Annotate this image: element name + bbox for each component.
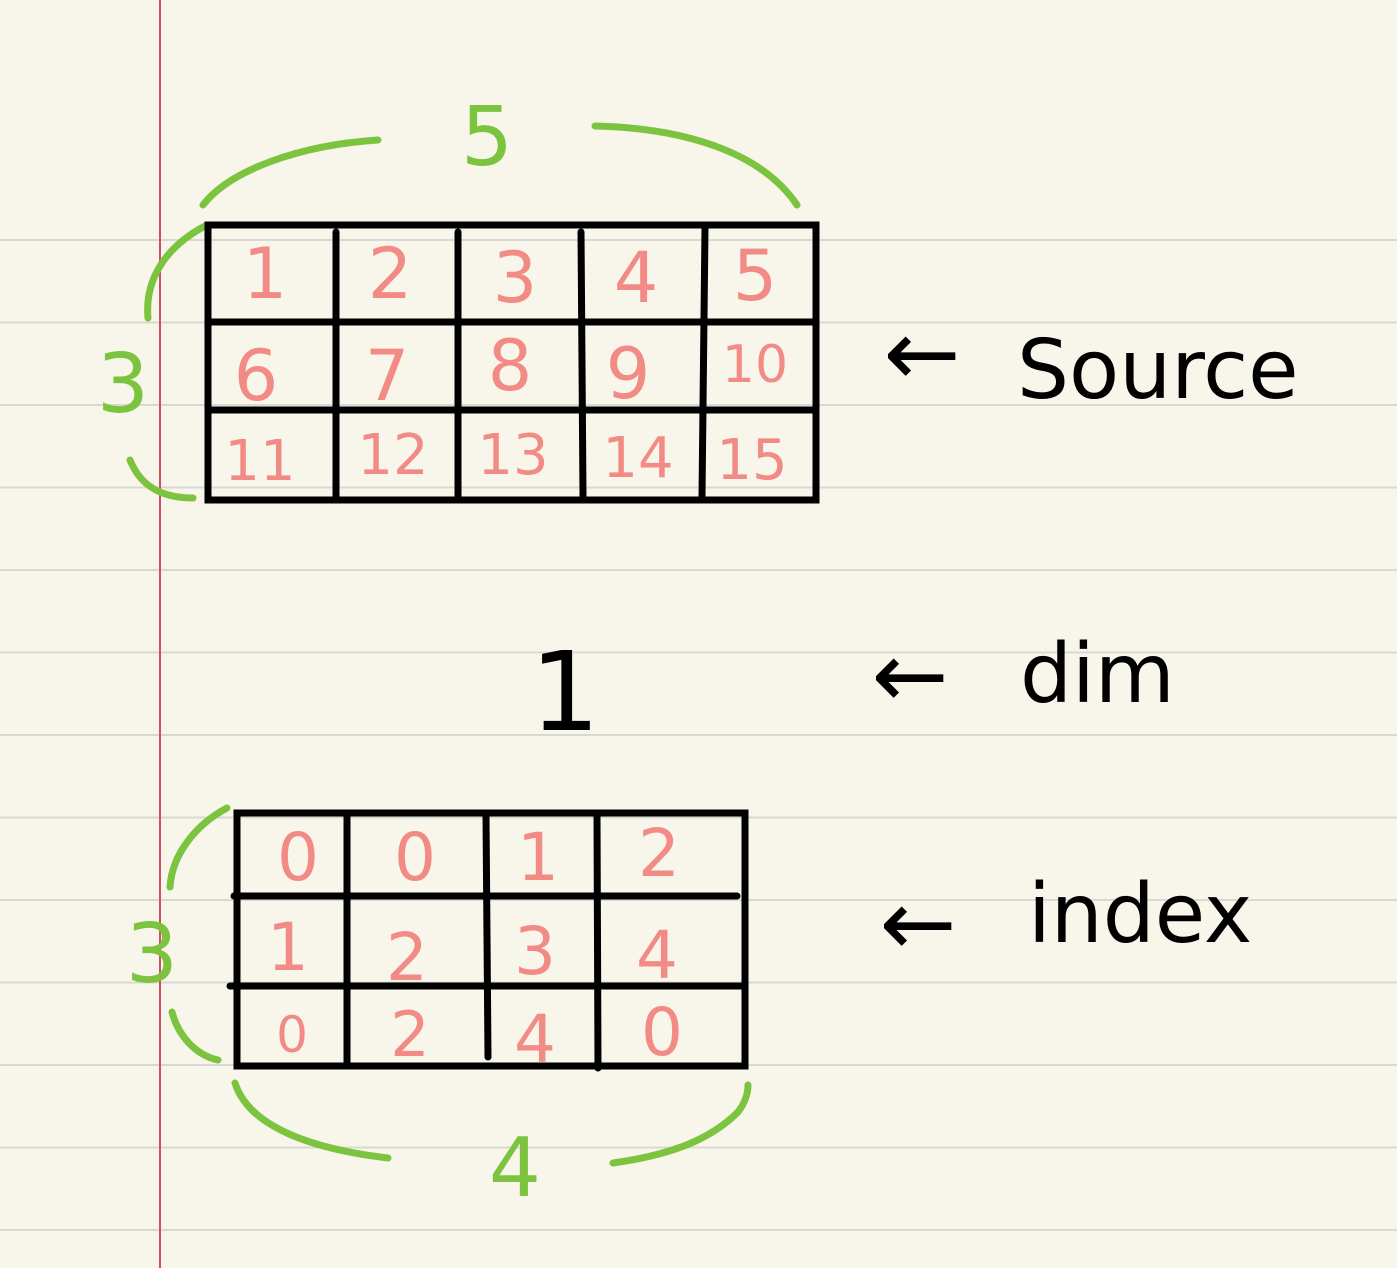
source-cell: 6 [234,335,279,417]
source-cell: 10 [722,335,788,395]
source-arrow-icon: ← [883,300,960,407]
source-cell: 3 [493,237,538,319]
source-cell: 11 [224,429,295,494]
source-cell: 2 [368,233,413,315]
index-cell: 2 [386,919,428,996]
index-cells: 0 0 1 2 1 2 3 4 0 2 4 0 [267,815,683,1078]
source-cell: 15 [716,428,787,493]
index-grid-col-line [593,812,602,1072]
index-grid-col-line [482,812,492,1061]
source-cell: 8 [488,325,533,407]
index-cols-brace-right [609,1081,752,1167]
index-rows-brace [166,804,231,891]
source-rows-brace [144,222,209,322]
index-cell: 0 [276,1006,308,1064]
source-label: Source [1017,323,1299,418]
source-cols-brace [199,136,382,209]
dim-label: dim [1020,627,1175,722]
index-cell: 3 [514,913,556,990]
index-label: index [1028,867,1252,962]
source-cell: 1 [243,233,288,315]
source-cell: 9 [606,333,651,415]
source-cell: 14 [602,426,673,491]
source-cell: 5 [733,235,778,317]
source-grid [204,221,820,504]
source-cell: 7 [365,335,410,417]
index-rows-brace-bottom [168,1008,222,1064]
source-section: 5 3 1 2 3 4 5 6 7 8 9 10 11 12 [97,90,1299,504]
dim-section: 1 ← dim [530,622,1175,756]
index-cell: 1 [267,909,309,986]
index-cell: 0 [394,819,436,896]
source-grid-col-line [577,228,587,500]
index-cell: 2 [390,998,429,1071]
index-cols-brace [231,1079,392,1162]
index-arrow-icon: ← [879,870,956,977]
index-cell: 0 [641,994,683,1071]
index-cell: 1 [517,819,559,896]
source-grid-border [204,221,820,504]
dim-arrow-icon: ← [871,622,948,729]
index-grid [226,809,749,1072]
source-cell: 4 [614,237,659,319]
index-cell: 2 [638,815,680,892]
index-grid-border [233,809,749,1070]
index-cell: 4 [636,917,678,994]
source-grid-col-line [698,224,709,500]
source-rows-brace-bottom [126,456,197,502]
source-cols-brace-right [591,122,801,209]
source-cells: 1 2 3 4 5 6 7 8 9 10 11 12 13 14 15 [224,233,788,494]
ruled-lines [0,239,1397,1231]
index-section: 3 0 0 1 2 1 2 3 4 0 2 4 0 4 [126,804,1252,1216]
source-rows-label: 3 [97,337,149,432]
index-cell: 4 [514,1001,556,1078]
index-rows-label: 3 [126,907,178,1002]
index-cell: 0 [277,819,319,896]
source-cell: 12 [357,423,428,488]
dim-value: 1 [530,628,600,756]
index-cols-label: 4 [489,1121,541,1216]
source-cols-label: 5 [461,90,513,185]
source-cell: 13 [477,423,548,488]
